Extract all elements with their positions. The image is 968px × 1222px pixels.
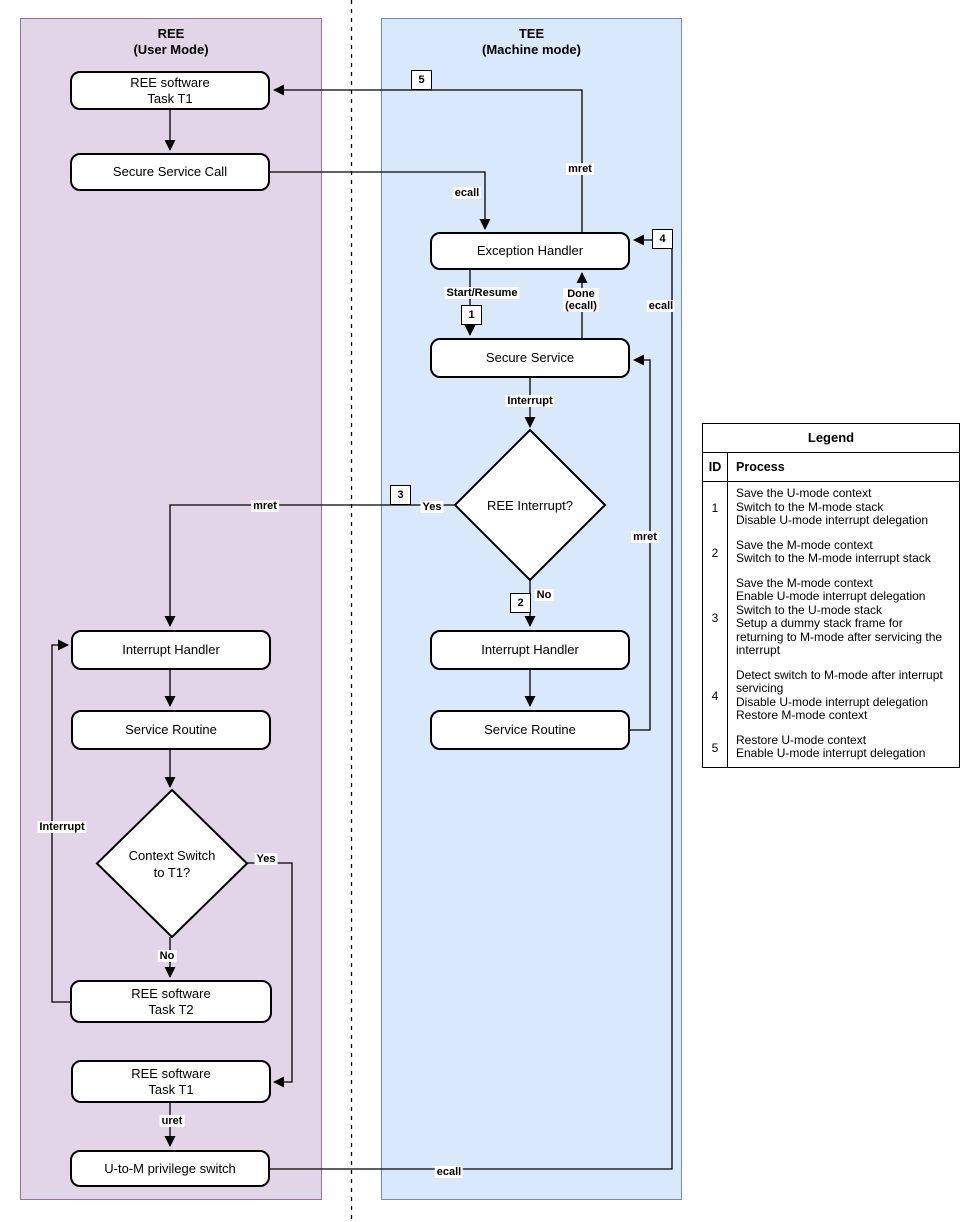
legend-row-2-id: 2: [703, 533, 728, 572]
edge-label-start-resume: Start/Resume: [444, 287, 520, 299]
edge-label-interrupt-ree: Interrupt: [37, 821, 87, 833]
tee-panel-title: TEE(Machine mode): [382, 26, 681, 58]
ree-title-line1: REE: [157, 26, 185, 41]
edge-yes-to-task-t1-bottom: [246, 862, 293, 1088]
legend-row-1-process: Save the U-mode context Switch to the M-…: [736, 486, 929, 527]
badge-step-3: 3: [390, 485, 411, 505]
edge-label-mret-right: mret: [631, 531, 659, 543]
edge-label-ecall-bottom: ecall: [434, 1166, 464, 1178]
node-tee-service-routine: Service Routine: [430, 710, 630, 750]
badge-step-1: 1: [461, 305, 482, 325]
ree-panel-title: REE(User Mode): [21, 26, 321, 58]
node-tee-secure-service: Secure Service: [430, 338, 630, 378]
node-ree-service-routine: Service Routine: [71, 710, 271, 750]
legend-row-4-id: 4: [703, 663, 728, 729]
legend-row-5-process: Restore U-mode context Enable U-mode int…: [736, 732, 926, 760]
edge-label-ecall-top: ecall: [452, 187, 482, 199]
decision-context-switch-label: Context Switch to T1?: [128, 847, 216, 880]
tee-title-line2: (Machine mode): [482, 42, 581, 57]
node-ree-u-to-m-privilege-switch: U-to-M privilege switch: [70, 1150, 270, 1187]
legend-row-1: 1 Save the U-mode context Switch to the …: [703, 482, 959, 534]
legend-row-1-id: 1: [703, 482, 728, 534]
badge-step-2: 2: [510, 593, 531, 613]
edge-label-interrupt-tee: Interrupt: [505, 395, 555, 407]
legend-row-2-process: Save the M-mode context Switch to the M-…: [736, 537, 931, 565]
edge-mret-service-routine-to-secure-service: [630, 354, 651, 731]
legend-table: Legend ID Process 1 Save the U-mode cont…: [702, 423, 960, 768]
legend-row-3-process: Save the M-mode context Enable U-mode in…: [736, 575, 943, 657]
edge-label-done-ecall: Done (ecall): [563, 288, 599, 312]
legend-row-2: 2 Save the M-mode context Switch to the …: [703, 533, 959, 572]
ree-title-line2: (User Mode): [133, 42, 209, 57]
edge-label-yes-ree: Yes: [254, 853, 278, 865]
legend-row-3-id: 3: [703, 571, 728, 664]
ree-interrupt-decision-shape: [453, 428, 607, 582]
tee-title-line1: TEE: [518, 26, 545, 41]
edge-label-ecall-right: ecall: [646, 300, 676, 312]
node-ree-task-t2: REE software Task T2: [70, 980, 272, 1023]
edge-label-mret-top: mret: [566, 163, 594, 175]
legend-row-5-id: 5: [703, 728, 728, 767]
node-tee-exception-handler: Exception Handler: [430, 232, 630, 270]
edge-yes-mret-to-ree-interrupt-handler: [164, 504, 455, 627]
decision-ree-interrupt-label: REE Interrupt?: [487, 497, 573, 513]
legend-col-id: ID: [703, 453, 728, 481]
edge-label-no-tee: No: [534, 589, 554, 601]
tee-panel: TEE(Machine mode): [381, 18, 682, 1200]
legend-row-3: 3 Save the M-mode context Enable U-mode …: [703, 571, 959, 664]
legend-title: Legend: [703, 424, 959, 453]
context-switch-decision-shape: [95, 788, 249, 939]
edge-label-yes-tee: Yes: [420, 501, 444, 513]
legend-row-5: 5 Restore U-mode context Enable U-mode i…: [703, 728, 959, 767]
node-ree-task-t1-top: REE software Task T1: [70, 71, 270, 110]
edge-label-no-ree: No: [157, 950, 177, 962]
legend-col-process: Process: [736, 460, 785, 474]
node-ree-task-t1-bottom: REE software Task T1: [71, 1060, 271, 1103]
edge-label-mret-cross: mret: [251, 500, 279, 512]
badge-step-4: 4: [652, 229, 673, 249]
legend-row-4-process: Detect switch to M-mode after interrupt …: [736, 667, 943, 722]
node-ree-interrupt-handler: Interrupt Handler: [71, 630, 271, 670]
legend-row-4: 4 Detect switch to M-mode after interrup…: [703, 663, 959, 729]
legend-column-headers: ID Process: [703, 453, 959, 482]
edge-ecall-to-exception-handler: [270, 171, 491, 230]
edge-ecall-u2m-to-exception-handler: [270, 234, 673, 1170]
edge-label-uret: uret: [159, 1115, 185, 1127]
edge-mret-return-to-t1: [273, 84, 583, 232]
badge-step-5: 5: [411, 70, 432, 90]
node-tee-interrupt-handler: Interrupt Handler: [430, 630, 630, 670]
node-ree-secure-service-call: Secure Service Call: [70, 153, 270, 191]
